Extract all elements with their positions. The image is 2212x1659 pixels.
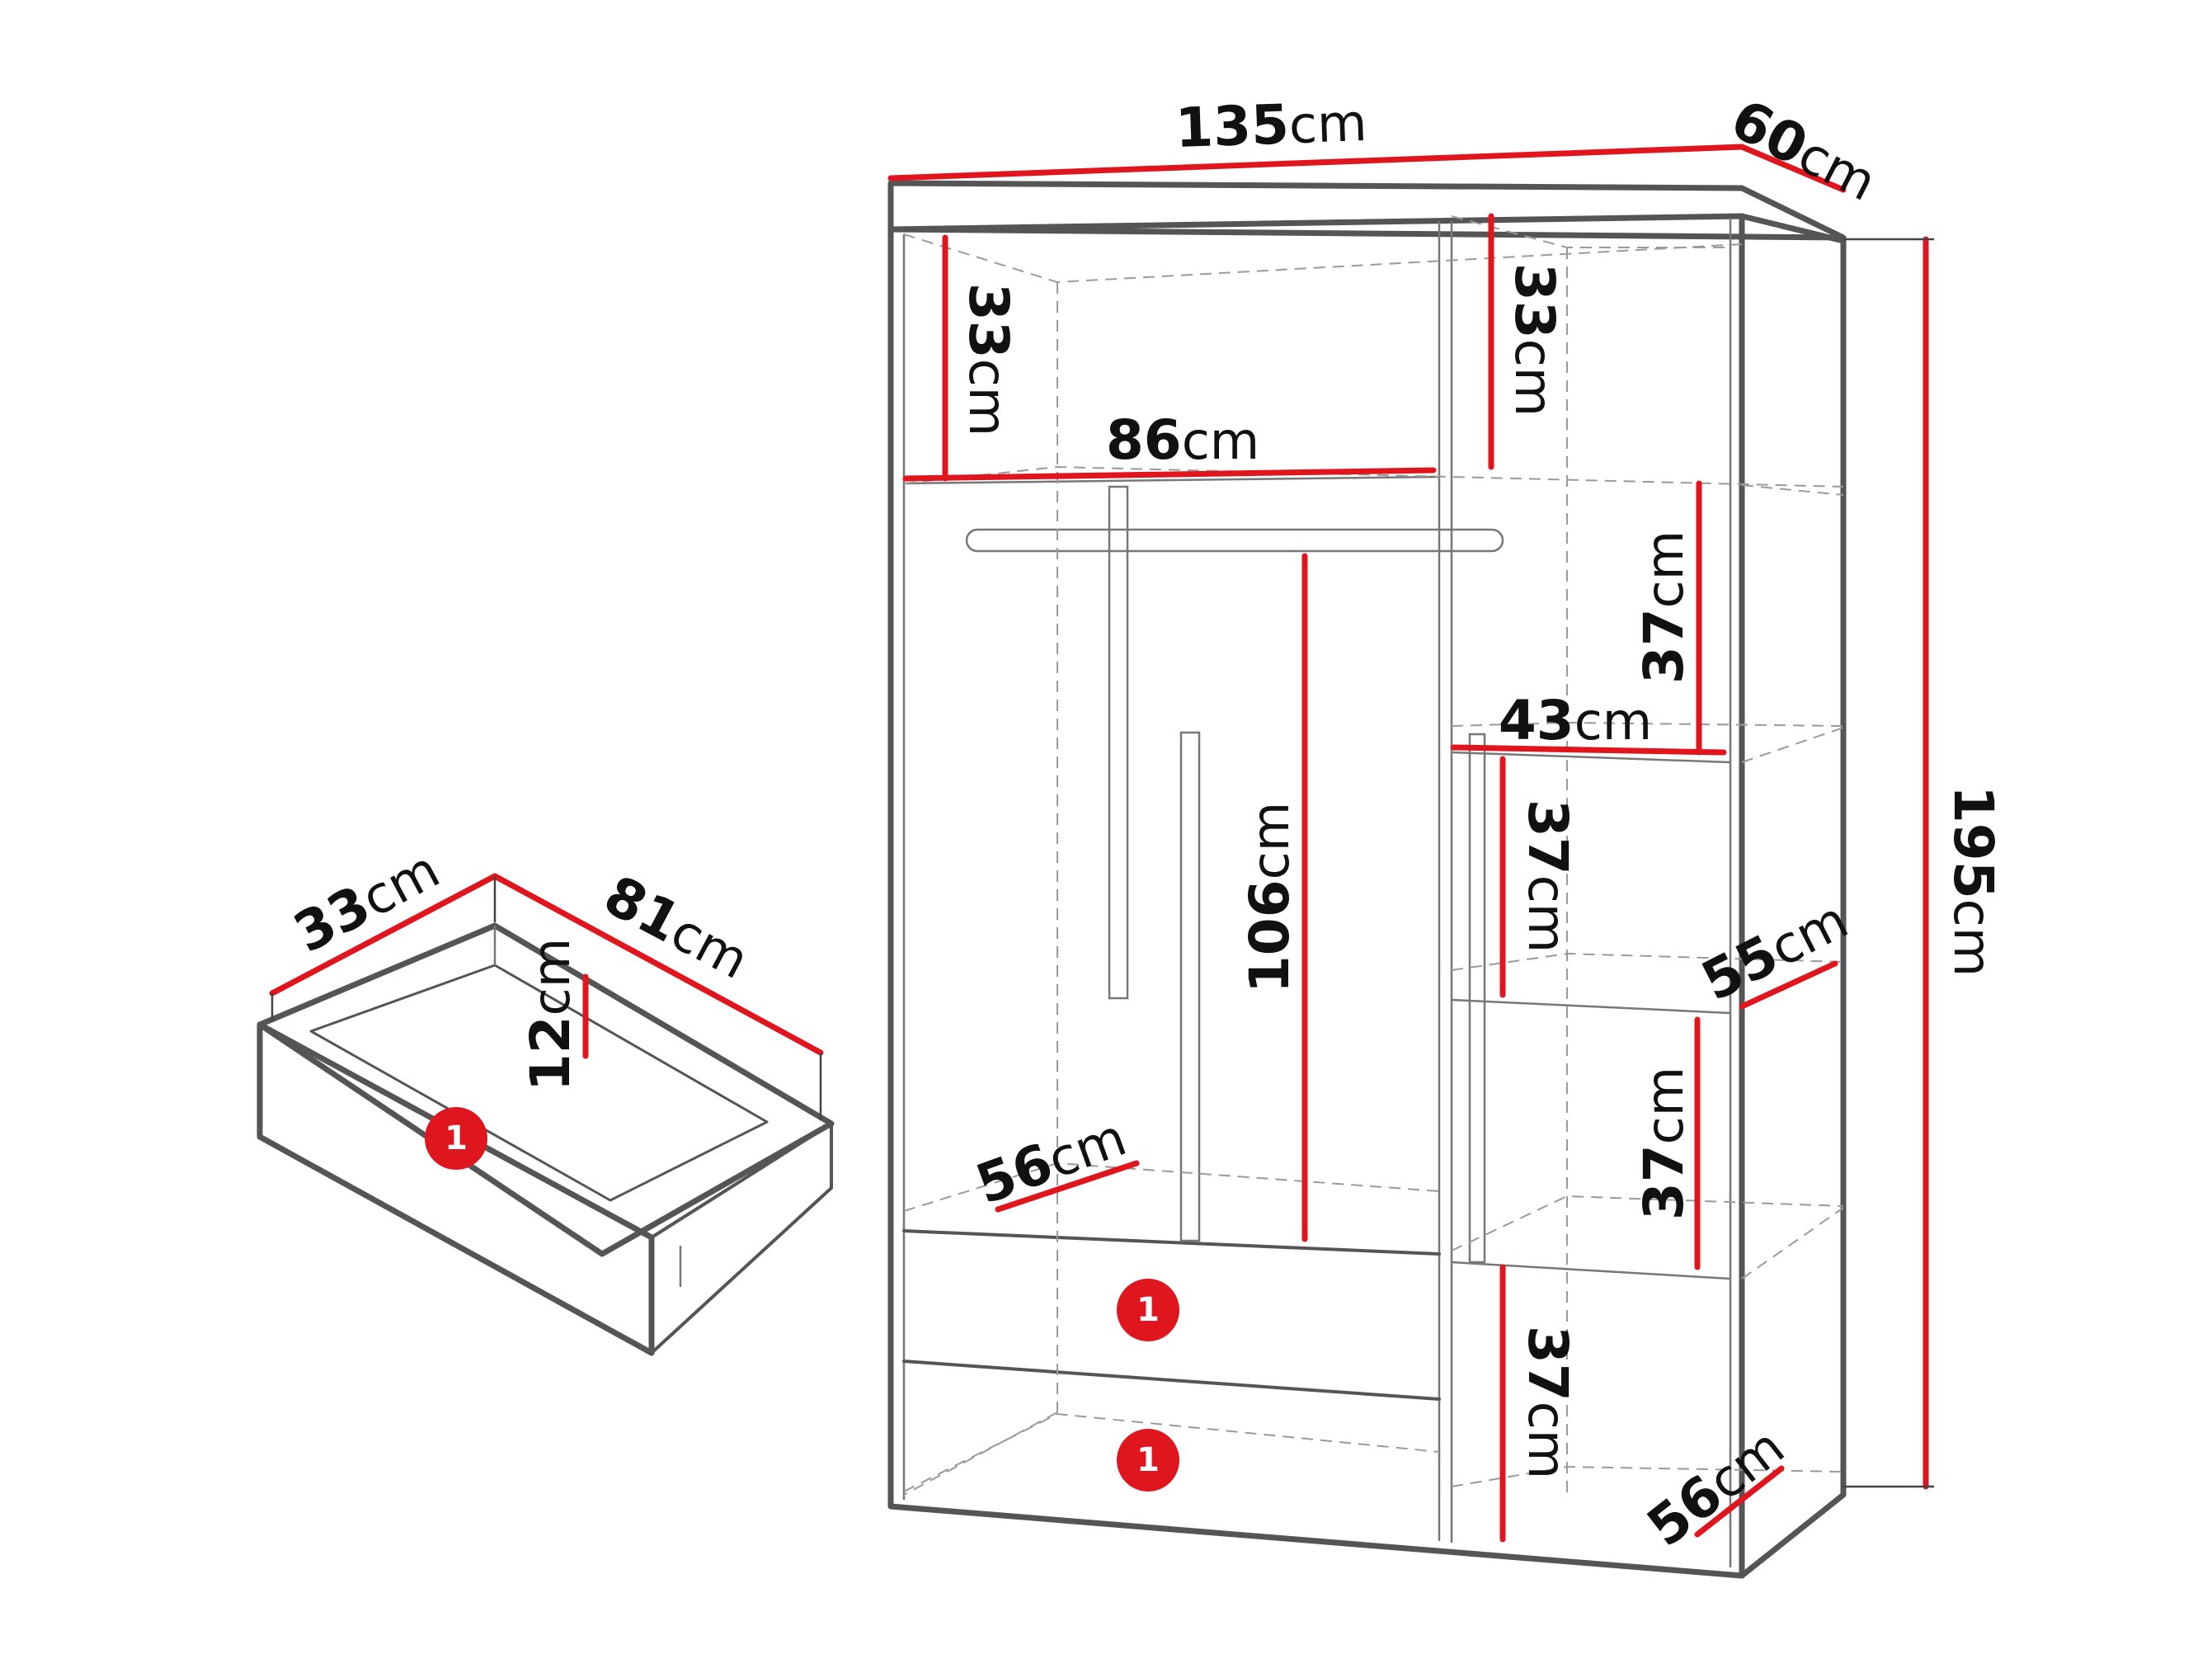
drawer-front-panel <box>256 1021 655 1356</box>
label-shelf-4: 37cm <box>1516 1326 1579 1479</box>
svg-text:1: 1 <box>445 1119 468 1157</box>
label-hanging-width: 86cm <box>1106 408 1259 472</box>
label-shelf-2: 37cm <box>1516 799 1579 953</box>
label-height: 195cm <box>1941 785 2005 977</box>
label-drawer-height: 12cm <box>519 938 582 1091</box>
dim-line-shelf-width <box>1450 744 1727 756</box>
dim-line-width <box>887 144 1745 181</box>
label-shelf-3: 37cm <box>1632 1067 1696 1220</box>
top-plate <box>887 180 1847 241</box>
badge-drawer-lower: 1 <box>1117 1429 1179 1492</box>
label-top-left: 33cm <box>957 283 1020 436</box>
label-hanging-height: 106cm <box>1238 802 1301 993</box>
dim-line-depth <box>1739 144 1847 193</box>
part-badges: 1 1 1 <box>425 1107 1179 1492</box>
drawer-drawing <box>256 922 835 1356</box>
dim-line-shelf-depth <box>1739 960 1838 1010</box>
wardrobe-drawing <box>887 180 1847 1579</box>
dim-line-drawer-width <box>492 873 824 1056</box>
label-shelf-1: 37cm <box>1632 530 1696 684</box>
side-panel <box>1739 213 1847 1579</box>
label-depth: 60cm <box>1721 87 1887 214</box>
dim-line-hanging-width <box>902 467 1437 482</box>
svg-text:1: 1 <box>1137 1291 1160 1329</box>
dim-line-bottom-depth <box>1694 1465 1785 1538</box>
badge-drawer-detail: 1 <box>425 1107 487 1170</box>
label-top-right: 33cm <box>1503 263 1566 417</box>
svg-text:1: 1 <box>1137 1441 1160 1479</box>
dimension-lines <box>269 144 1934 1543</box>
label-drawer-inner-depth: 56cm <box>968 1105 1134 1217</box>
badge-drawer-upper: 1 <box>1117 1279 1179 1341</box>
hidden-edges <box>903 215 1844 1496</box>
dim-line-drawer-inner-depth <box>995 1160 1140 1213</box>
label-shelf-depth: 55cm <box>1692 887 1857 1013</box>
dim-line-drawer-depth <box>269 873 498 997</box>
label-bottom-depth: 56cm <box>1635 1415 1795 1559</box>
label-width: 135cm <box>1174 90 1368 160</box>
label-shelf-width: 43cm <box>1499 689 1652 752</box>
